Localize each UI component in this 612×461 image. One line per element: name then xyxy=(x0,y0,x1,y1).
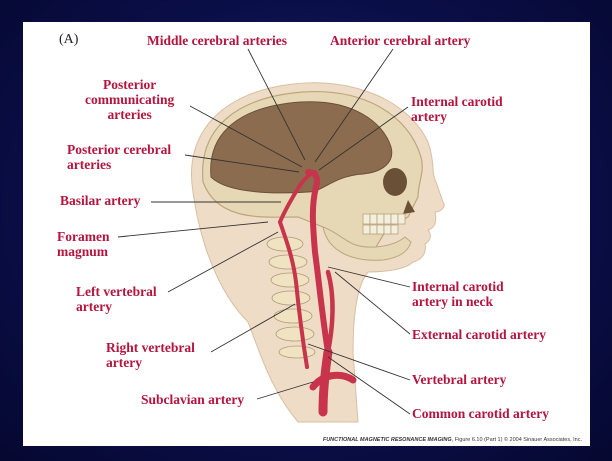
label-posterior-cerebral-arteries: Posterior cerebral arteries xyxy=(67,142,171,172)
label-left-vertebral-artery: Left vertebral artery xyxy=(76,284,157,314)
label-basilar-artery: Basilar artery xyxy=(60,193,140,208)
label-external-carotid-artery: External carotid artery xyxy=(412,327,546,342)
figure-credit: FUNCTIONAL MAGNETIC RESONANCE IMAGING, F… xyxy=(323,437,582,443)
label-subclavian-artery: Subclavian artery xyxy=(141,392,244,407)
credit-title: FUNCTIONAL MAGNETIC RESONANCE IMAGING xyxy=(323,437,452,443)
label-middle-cerebral-arteries: Middle cerebral arteries xyxy=(147,33,287,48)
label-internal-carotid-artery-in-neck: Internal carotid artery in neck xyxy=(412,279,504,309)
label-anterior-cerebral-artery: Anterior cerebral artery xyxy=(330,33,470,48)
panel-letter: (A) xyxy=(59,32,78,48)
credit-rest: , Figure 6.10 (Part 1) © 2004 Sinauer As… xyxy=(452,437,582,443)
eye-orbit xyxy=(383,168,407,196)
label-right-vertebral-artery: Right vertebral artery xyxy=(106,340,195,370)
label-posterior-communicating-arteries: Posterior communicating arteries xyxy=(85,77,174,122)
label-foramen-magnum: Foramen magnum xyxy=(57,229,109,259)
label-vertebral-artery: Vertebral artery xyxy=(412,372,506,387)
label-internal-carotid-artery: Internal carotid artery xyxy=(411,94,503,124)
figure-panel: (A) Middle cerebral arteries Anterior ce… xyxy=(23,22,590,446)
label-common-carotid-artery: Common carotid artery xyxy=(412,406,549,421)
